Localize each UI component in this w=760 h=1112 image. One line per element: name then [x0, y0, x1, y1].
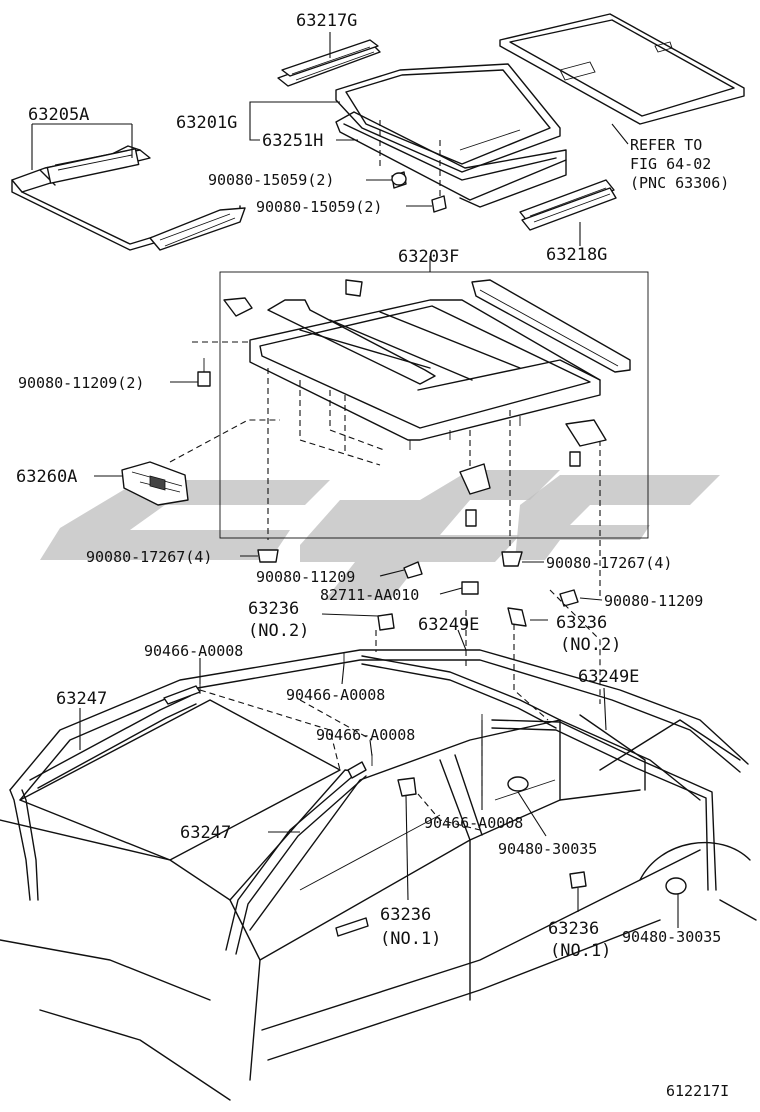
frame-leader-dashes [169, 341, 601, 600]
bolt-15059-group [379, 120, 447, 213]
label-63236-no1-right-sub: (NO.1) [550, 941, 611, 961]
label-bolt-15059-a: 90080-15059(2) [208, 171, 334, 189]
label-clip-90466-a: 90466-A0008 [144, 642, 243, 660]
label-82711-aa010: 82711-AA010 [320, 586, 419, 604]
bracket-center [459, 463, 491, 527]
label-bolt-11209-2: 90080-11209(2) [18, 374, 144, 392]
figure-id: 612217I [666, 1082, 729, 1100]
label-63205a: 63205A [28, 105, 89, 125]
label-bolt-17267-left: 90080-17267(4) [86, 548, 212, 566]
sunroof-housing-frame [223, 279, 631, 450]
label-63251h: 63251H [262, 131, 323, 151]
sliding-glass-panel [335, 63, 561, 173]
label-63218g: 63218G [546, 245, 607, 265]
label-63201g: 63201G [176, 113, 237, 133]
label-63247-top: 63247 [56, 689, 107, 709]
weatherstrip-seal [335, 111, 567, 208]
bolt-11209-left [197, 358, 211, 387]
label-clip-90466-c: 90466-A0008 [316, 726, 415, 744]
label-bolt-15059-b: 90080-15059(2) [256, 198, 382, 216]
label-bolt-17267-right: 90080-17267(4) [546, 554, 672, 572]
label-63236-no1-right: 63236 [548, 919, 599, 939]
label-63249e-right: 63249E [578, 667, 639, 687]
vehicle-body-outline [0, 649, 757, 1101]
label-63249e-left: 63249E [418, 615, 479, 635]
rail-63218g [519, 179, 617, 231]
label-clip-90466-d: 90466-A0008 [424, 814, 523, 832]
label-63236-no2-right: 63236 [556, 613, 607, 633]
label-63236-no1-left: 63236 [380, 905, 431, 925]
rail-63217g [277, 39, 381, 87]
label-bolt-11209-right: 90080-11209 [604, 592, 703, 610]
label-bolt-11209-center: 90080-11209 [256, 568, 355, 586]
bracket-right [565, 419, 607, 467]
label-63236-no1-left-sub: (NO.1) [380, 929, 441, 949]
mount-grommets [257, 549, 579, 607]
frame-group-box [219, 271, 649, 539]
label-refer-line2: FIG 64-02 [630, 155, 711, 173]
part-labels: 63217G 63205A 63201G 63251H 90080-15059(… [16, 11, 729, 1100]
label-63236-no2-left-sub: (NO.2) [248, 621, 309, 641]
label-grommet-30035-right: 90480-30035 [622, 928, 721, 946]
label-refer-line3: (PNC 63306) [630, 174, 729, 192]
sunshade-panel [499, 13, 745, 125]
label-leaders [31, 32, 679, 928]
label-63236-no2-left: 63236 [248, 599, 299, 619]
label-grommet-30035-center: 90480-30035 [498, 840, 597, 858]
roof-drip-mouldings [9, 655, 717, 955]
label-63236-no2-right-sub: (NO.2) [560, 635, 621, 655]
body-clips [199, 652, 687, 895]
label-63260a: 63260A [16, 467, 77, 487]
label-63217g: 63217G [296, 11, 357, 31]
watermark-logo [40, 470, 720, 600]
label-63247-mid: 63247 [180, 823, 231, 843]
clip-63236-no2 [377, 607, 527, 631]
label-clip-90466-b: 90466-A0008 [286, 686, 385, 704]
car-leader-lines [199, 589, 601, 831]
label-63203f: 63203F [398, 247, 459, 267]
label-refer-line1: REFER TO [630, 136, 702, 154]
sunroof-motor [121, 461, 189, 506]
drive-rail-assembly [11, 145, 246, 251]
